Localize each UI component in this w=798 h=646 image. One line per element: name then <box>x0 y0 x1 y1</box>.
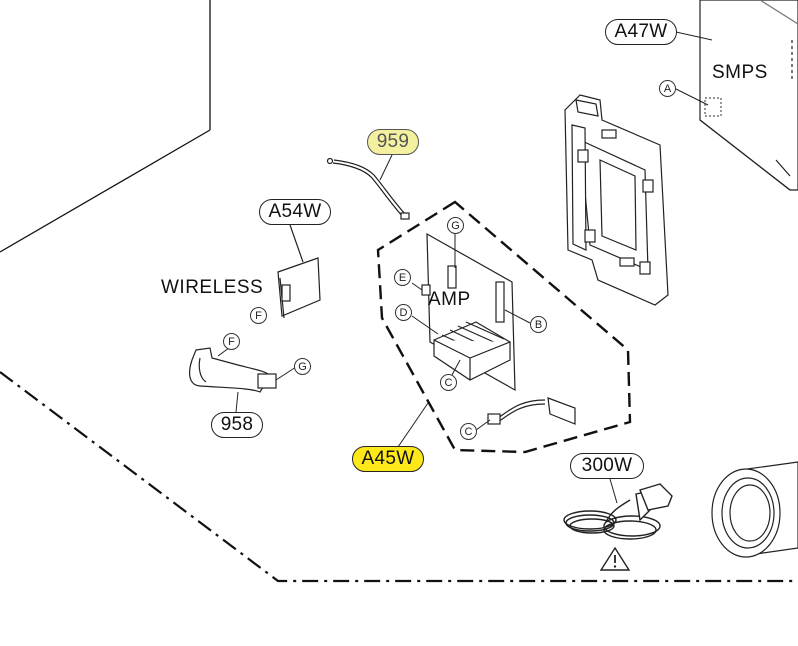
label-smps: SMPS <box>712 62 768 83</box>
part-number-text: 959 <box>376 131 410 152</box>
speaker-unit <box>711 461 798 558</box>
warning-triangle-icon <box>599 546 631 571</box>
a-leader <box>675 88 709 106</box>
c-leader-amp <box>451 359 461 376</box>
connector-d: D <box>395 304 412 321</box>
part-number-text: A54W <box>268 201 322 222</box>
part-number-text: 958 <box>220 414 254 435</box>
a47w-leader <box>675 31 713 41</box>
amp-wire <box>487 397 576 425</box>
c-leader-wire <box>475 419 491 431</box>
cable-959 <box>326 157 410 220</box>
part-label-a47w: A47W <box>605 19 677 45</box>
part-label-a45w: A45W <box>352 446 424 472</box>
part-label-300w: 300W <box>570 453 644 479</box>
p958-leader <box>235 391 239 413</box>
part-number-text: A45W <box>361 448 415 469</box>
connector-f-958: F <box>223 333 240 350</box>
smps-board <box>699 0 798 191</box>
power-cord-300w <box>563 483 673 540</box>
amp-group-outline <box>376 200 632 454</box>
connector-g-amp: G <box>447 217 464 234</box>
g-leader-958 <box>275 366 297 381</box>
wireless-board <box>277 224 321 319</box>
part-label-958: 958 <box>211 412 263 438</box>
cabinet-edge-dashdot <box>0 371 798 583</box>
connector-c-amp: C <box>440 374 457 391</box>
part-label-959: 959 <box>367 129 419 155</box>
connector-g-958: G <box>294 358 311 375</box>
part-number-text: A47W <box>614 21 668 42</box>
d-leader <box>411 315 439 335</box>
p300w-leader <box>609 478 618 504</box>
label-amp: AMP <box>428 289 471 310</box>
connector-f-wireless: F <box>250 307 267 324</box>
connector-c-wire: C <box>460 423 477 440</box>
e-leader <box>411 282 423 291</box>
connector-b: B <box>530 316 547 333</box>
smps-bracket <box>564 94 669 306</box>
cabinet-outline <box>0 0 211 253</box>
connector-e: E <box>394 269 411 286</box>
p959-leader <box>379 154 393 181</box>
connector-a: A <box>659 80 676 97</box>
cable-958 <box>189 347 277 393</box>
label-wireless: WIRELESS <box>161 277 264 298</box>
part-label-a54w: A54W <box>259 199 331 225</box>
amp-board <box>421 232 516 392</box>
part-number-text: 300W <box>581 455 633 476</box>
b-leader <box>504 309 531 324</box>
a45w-leader <box>397 402 429 448</box>
